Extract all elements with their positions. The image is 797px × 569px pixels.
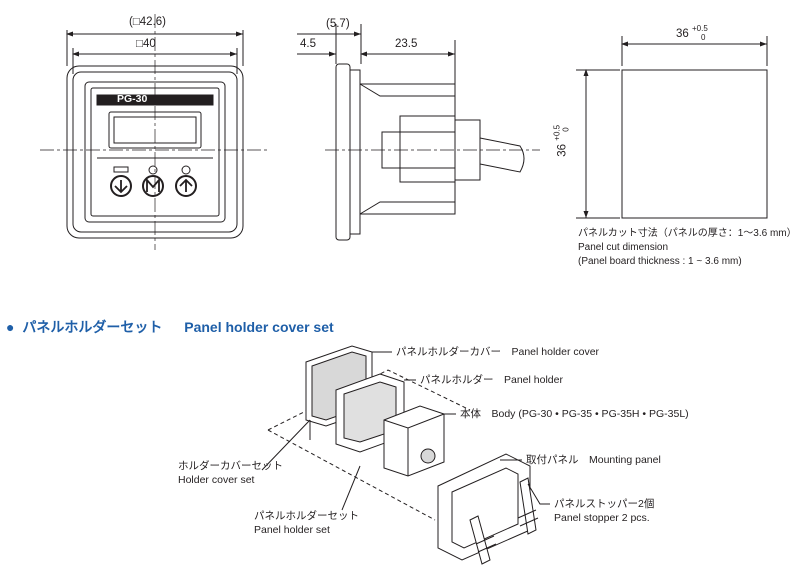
cut-height-tol-upper: +0.5 — [552, 124, 562, 141]
cut-width-dimension: 36 +0.5 0 — [676, 24, 708, 42]
label-stopper-jp: パネルストッパー2個 — [554, 498, 655, 510]
cut-width-tol-lower: 0 — [701, 33, 706, 42]
section-title: ● パネルホルダーセット Panel holder cover set — [6, 317, 334, 337]
label-panel-holder: パネルホルダー Panel holder — [420, 374, 563, 386]
label-holder-set-en: Panel holder set — [254, 524, 330, 536]
panel-cut-caption-jp: パネルカット寸法（パネルの厚さ：1〜3.6 mm） — [578, 228, 797, 239]
cut-height-value: 36 — [556, 143, 569, 157]
cut-width-tol-upper: +0.5 — [692, 24, 708, 33]
label-holder-set-jp: パネルホルダーセット — [254, 510, 359, 522]
cut-width-value: 36 — [676, 28, 689, 40]
mode-m-icon — [146, 177, 160, 192]
label-stopper-en: Panel stopper 2 pcs. — [554, 512, 650, 524]
cut-height-tol-lower: 0 — [561, 127, 571, 132]
down-arrow-icon — [114, 180, 128, 194]
panel-cut-caption-en2: (Panel board thickness : 1 ~ 3.6 mm) — [578, 256, 742, 267]
up-arrow-icon — [179, 178, 193, 192]
section-title-en: Panel holder cover set — [184, 319, 334, 335]
label-cover-set-jp: ホルダーカバーセット — [178, 460, 283, 472]
side-body-dimension: 23.5 — [395, 38, 418, 50]
label-mounting-panel: 取付パネル Mounting panel — [526, 454, 661, 466]
panel-cut-view — [576, 36, 768, 219]
exploded-assembly — [261, 345, 550, 565]
bullet-icon: ● — [6, 319, 15, 335]
side-view — [297, 24, 540, 241]
brand-label: PG-30 — [117, 93, 148, 105]
label-cover-set-en: Holder cover set — [178, 474, 255, 486]
front-view — [40, 14, 268, 250]
section-title-jp: パネルホルダーセット — [22, 319, 163, 335]
label-body: 本体 Body (PG-30 • PG-35 • PG-35H • PG-35L… — [460, 408, 689, 420]
side-total-dimension: (5.7) — [326, 18, 350, 30]
label-holder-cover: パネルホルダーカバー Panel holder cover — [396, 346, 600, 358]
cut-height-dimension: 36 +0.5 0 — [553, 125, 571, 157]
front-outer-dimension: (□42.6) — [129, 16, 166, 28]
side-front-dimension: 4.5 — [300, 38, 316, 50]
front-inner-dimension: □40 — [136, 38, 156, 50]
panel-cut-caption-en: Panel cut dimension — [578, 242, 669, 253]
